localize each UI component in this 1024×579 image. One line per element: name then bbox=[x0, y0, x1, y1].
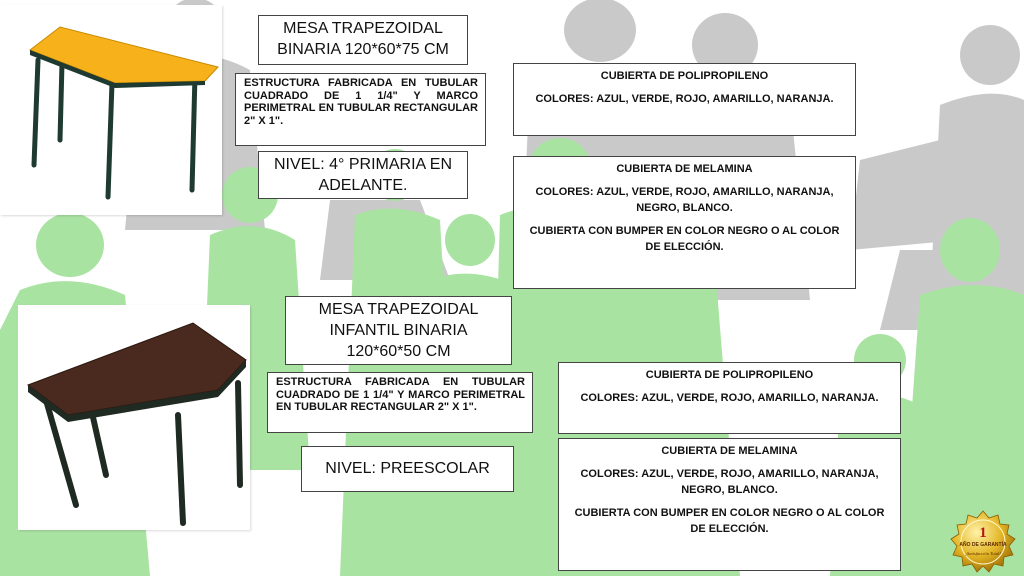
title-line: MESA TRAPEZOIDAL bbox=[318, 301, 479, 318]
polypropylene-top-spec: CUBIERTA DE POLIPROPILENO COLORES: AZUL,… bbox=[558, 362, 901, 434]
seal-subtext: ¡Satisfacción Total! bbox=[965, 551, 1001, 556]
title-line: MESA TRAPEZOIDAL bbox=[283, 20, 443, 37]
table-top bbox=[26, 322, 247, 416]
title-line: 120*60*50 CM bbox=[346, 343, 451, 360]
melamine-top-spec: CUBIERTA DE MELAMINA COLORES: AZUL, VERD… bbox=[513, 156, 856, 289]
spec-colors: COLORES: AZUL, VERDE, ROJO, AMARILLO, NA… bbox=[580, 392, 879, 404]
spec-heading: CUBIERTA DE MELAMINA bbox=[616, 163, 753, 175]
table-top bbox=[28, 26, 219, 84]
spec-colors: COLORES: AZUL, VERDE, ROJO, AMARILLO, NA… bbox=[535, 93, 834, 105]
seal-number: 1 bbox=[979, 525, 987, 541]
spec-bumper: CUBIERTA CON BUMPER EN COLOR NEGRO O AL … bbox=[574, 507, 885, 535]
product-photo-children-table bbox=[18, 305, 250, 530]
spec-heading: CUBIERTA DE POLIPROPILENO bbox=[600, 70, 769, 82]
structure-description: ESTRUCTURA FABRICADA EN TUBULAR CUADRADO… bbox=[267, 372, 533, 433]
product-title: MESA TRAPEZOIDAL BINARIA 120*60*75 CM bbox=[258, 15, 468, 65]
spec-bumper: CUBIERTA CON BUMPER EN COLOR NEGRO O AL … bbox=[529, 225, 840, 253]
spec-colors: COLORES: AZUL, VERDE, ROJO, AMARILLO, NA… bbox=[535, 186, 834, 214]
product-title: MESA TRAPEZOIDAL INFANTIL BINARIA 120*60… bbox=[285, 296, 512, 365]
level-label: NIVEL: PREESCOLAR bbox=[301, 446, 514, 492]
structure-description: ESTRUCTURA FABRICADA EN TUBULAR CUADRADO… bbox=[235, 73, 486, 146]
title-line: BINARIA 120*60*75 CM bbox=[277, 41, 449, 58]
melamine-top-spec: CUBIERTA DE MELAMINA COLORES: AZUL, VERD… bbox=[558, 438, 901, 571]
title-line: INFANTIL BINARIA bbox=[329, 322, 468, 339]
spec-heading: CUBIERTA DE MELAMINA bbox=[661, 445, 798, 457]
spec-colors: COLORES: AZUL, VERDE, ROJO, AMARILLO, NA… bbox=[580, 468, 879, 496]
spec-heading: CUBIERTA DE POLIPROPILENO bbox=[645, 369, 814, 381]
seal-text: AÑO DE GARANTÍA bbox=[959, 540, 1007, 548]
product-photo-trapezoidal-table bbox=[0, 5, 222, 215]
polypropylene-top-spec: CUBIERTA DE POLIPROPILENO COLORES: AZUL,… bbox=[513, 63, 856, 136]
warranty-seal-icon: 1 AÑO DE GARANTÍA ¡Satisfacción Total! bbox=[950, 510, 1016, 574]
level-label: NIVEL: 4° PRIMARIA EN ADELANTE. bbox=[258, 151, 468, 199]
